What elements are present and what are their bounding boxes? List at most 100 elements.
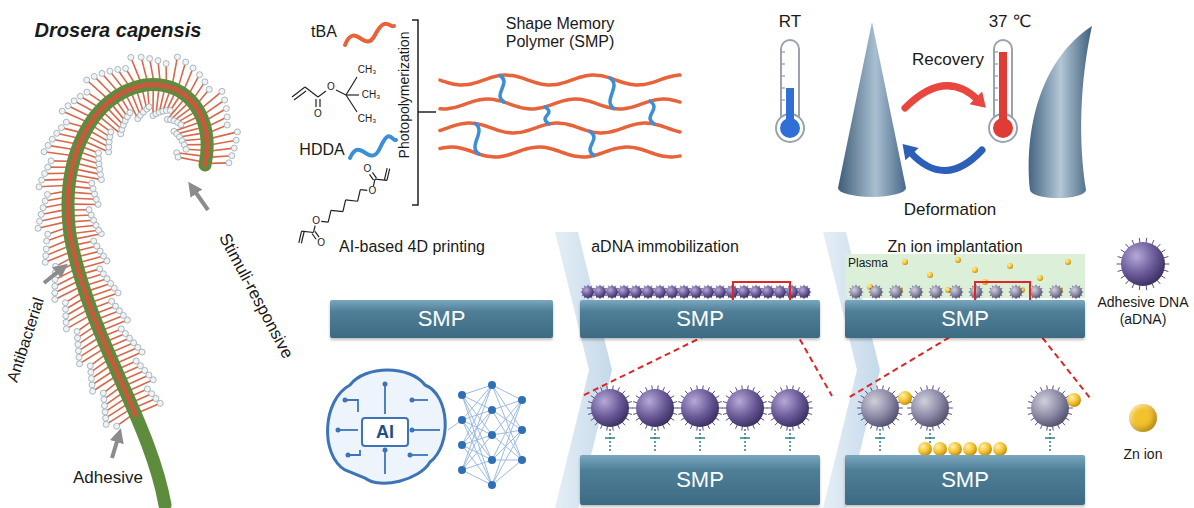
adna-particle — [749, 285, 763, 299]
dew-drop — [202, 79, 208, 85]
tentacle — [79, 344, 100, 357]
network-link — [462, 470, 492, 485]
thermometer — [776, 40, 804, 142]
dew-drop — [229, 153, 235, 159]
thermometer-tick — [782, 88, 785, 89]
tentacle — [55, 282, 77, 293]
dew-drop — [42, 259, 48, 265]
adna-particle — [849, 285, 863, 299]
dew-drop — [128, 54, 134, 60]
dew-drop — [52, 283, 58, 289]
circuit-line — [338, 429, 358, 431]
atom-label: O — [314, 108, 322, 120]
tentacle — [44, 152, 70, 156]
circuit-dot — [383, 382, 388, 387]
dew-drop — [88, 369, 94, 375]
crosslinker — [500, 75, 504, 102]
network-neuron — [458, 466, 466, 474]
linker-bar — [785, 437, 795, 439]
adna-particle — [907, 385, 953, 430]
linker-stem — [879, 429, 881, 453]
circuit-line — [410, 454, 428, 456]
property-label: Antibacterial — [4, 295, 49, 384]
dew-drop — [223, 106, 229, 112]
dew-drop — [42, 198, 48, 204]
tentacle — [179, 62, 186, 85]
particle-body — [1050, 286, 1062, 298]
network-link — [492, 460, 522, 461]
transition-label: Recovery — [912, 50, 984, 70]
circuit-line — [345, 400, 358, 412]
adna-particle — [857, 385, 903, 430]
circuit-dot — [343, 398, 348, 403]
dew-drop — [89, 382, 95, 388]
particle-body — [911, 389, 949, 427]
dew-drop — [71, 98, 77, 104]
dew-drop — [45, 142, 51, 148]
monomer-name: HDDA — [299, 141, 344, 159]
dew-drop — [62, 300, 68, 306]
zn-ion — [898, 391, 912, 405]
particle-body — [990, 286, 1002, 298]
particle-body — [930, 286, 942, 298]
dew-drop — [52, 290, 58, 296]
smp-slab: SMP — [845, 455, 1085, 505]
dew-drop — [77, 361, 83, 367]
thermometer-column — [999, 52, 1007, 128]
particle-body — [950, 286, 962, 298]
particle-body — [618, 286, 630, 298]
polymer-chain — [440, 99, 680, 109]
dew-drop — [45, 164, 51, 170]
dew-drop — [76, 354, 82, 360]
atom-label: O — [317, 237, 325, 249]
tentacle — [177, 128, 200, 134]
dew-drop — [91, 238, 97, 244]
atom-label: CH₃ — [362, 89, 381, 101]
bond — [315, 99, 316, 107]
dew-drop — [226, 160, 232, 166]
network-link — [492, 385, 522, 460]
dew-drop — [38, 211, 44, 217]
linker-stem — [744, 429, 746, 453]
smp-slab: SMP — [845, 300, 1085, 338]
pointer-arrow — [194, 190, 208, 210]
particle-body — [1070, 286, 1082, 298]
zn-ion — [1037, 275, 1043, 281]
ai-chip-label: AI — [376, 422, 394, 443]
legend-swatch — [1129, 404, 1157, 432]
chemical-structures — [292, 24, 396, 244]
dew-drop — [233, 137, 239, 143]
dew-drop — [63, 306, 69, 312]
circuit-line — [412, 429, 440, 431]
particle-body — [910, 286, 922, 298]
adna-particle — [1049, 285, 1063, 299]
dew-drop — [44, 238, 50, 244]
dew-drop — [53, 263, 59, 269]
circuit-dot — [383, 448, 388, 453]
particle-body — [738, 286, 750, 298]
dew-drop — [103, 415, 109, 421]
adna-particle — [593, 285, 607, 299]
network-link — [462, 385, 492, 445]
dew-drop — [37, 218, 43, 224]
network-neuron — [488, 406, 496, 414]
dew-drop — [222, 97, 228, 103]
dew-drop — [63, 326, 69, 332]
particle-body — [594, 286, 606, 298]
particle-body — [750, 286, 762, 298]
circuit-dot — [408, 453, 413, 458]
adna-particle — [1009, 285, 1023, 299]
tentacle — [39, 186, 64, 187]
particle-body — [861, 389, 899, 427]
tentacle — [88, 137, 109, 147]
thermometer-tick — [782, 64, 785, 65]
bond — [373, 179, 375, 186]
dew-drop — [87, 363, 93, 369]
dew-drop — [123, 65, 129, 71]
adna-particle — [929, 285, 943, 299]
bracket-line — [412, 20, 418, 205]
linker-bar — [695, 437, 705, 439]
adna-particle — [632, 385, 678, 430]
slab-label: SMP — [941, 468, 989, 492]
tentacle — [127, 96, 138, 118]
